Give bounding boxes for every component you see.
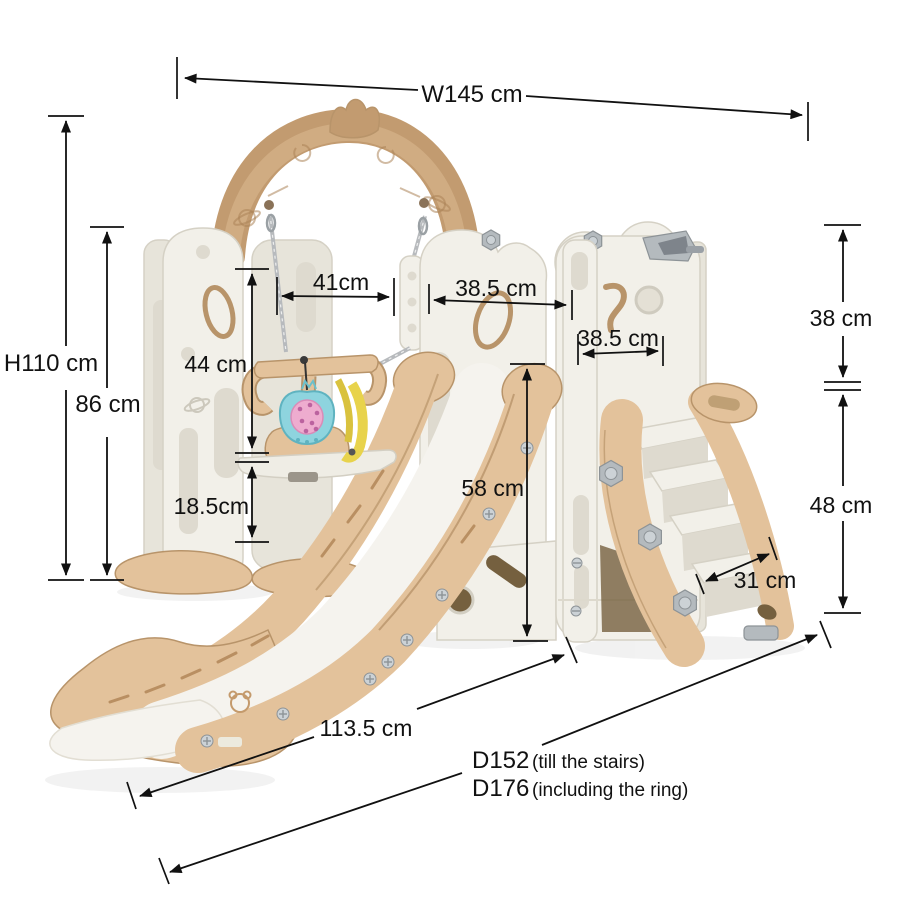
hanging-toy	[278, 356, 336, 446]
dim-depth: D152 (till the stairs) D176 (including t…	[158, 620, 832, 885]
dim-slide-length: 113.5 cm	[126, 636, 578, 810]
dim-depth-including-ring-note: (including the ring)	[532, 780, 688, 801]
dim-swing-frame-height-label: 86 cm	[75, 391, 140, 418]
dim-slide-platform-height-label: 58 cm	[461, 475, 524, 501]
swing-chains	[265, 213, 429, 368]
slide-screws	[200, 441, 534, 748]
dim-tower-lower-height-label: 48 cm	[810, 492, 873, 518]
bear-engraving	[228, 690, 252, 713]
dim-swing-bay-width: 41cm	[276, 269, 395, 316]
dimension-annotations: W145 cm H110 cm 86 cm 41cm 38.5 cm	[4, 57, 873, 885]
basketball-hoop	[642, 230, 704, 262]
dim-tower-upper-height: 38 cm	[810, 224, 873, 383]
stairs	[598, 382, 794, 667]
strap	[334, 378, 368, 463]
dim-overall-height-label: H110 cm	[4, 350, 98, 377]
left-panel-handle-ring	[202, 285, 236, 339]
stair-steps	[628, 417, 772, 617]
slide-near-rail	[175, 369, 556, 773]
dim-bar-to-seat-label: 44 cm	[184, 351, 247, 377]
dim-slide-panel-width-label: 38.5 cm	[455, 275, 537, 301]
dim-step-width-label: 31 cm	[734, 567, 797, 593]
dim-depth-including-ring-label: D176	[472, 775, 529, 802]
slide-surface	[133, 363, 511, 759]
slide-dash-engravings	[108, 469, 476, 704]
swing-arch	[211, 98, 480, 273]
dim-tower-panel-width: 38.5 cm	[577, 325, 664, 366]
dim-seat-to-ground: 18.5cm	[174, 461, 269, 543]
center-panel-handle-ring	[472, 290, 514, 350]
dim-tower-lower-height: 48 cm	[810, 389, 873, 614]
dim-swing-frame-height: 86 cm	[75, 226, 141, 581]
dim-slide-platform-height: 58 cm	[461, 363, 548, 642]
dim-tower-upper-height-label: 38 cm	[810, 305, 873, 331]
dim-overall-height: H110 cm	[4, 115, 98, 581]
stair-foot-latch	[743, 625, 779, 641]
dim-step-width: 31 cm	[695, 536, 797, 595]
stair-rail-far	[688, 382, 794, 641]
arch-chain-hole-left	[264, 200, 274, 210]
dim-seat-to-ground-label: 18.5cm	[174, 493, 249, 519]
carabiner-left	[265, 213, 277, 233]
stair-rail-near	[598, 399, 705, 667]
swing-frame-left	[114, 227, 253, 595]
product-photo	[45, 98, 805, 793]
left-foot	[114, 549, 253, 595]
tower-hook-handle	[603, 282, 627, 333]
arch-top-ornament	[329, 98, 380, 139]
carabiner-right	[417, 216, 429, 236]
dim-depth-to-stairs-note: (till the stairs)	[532, 752, 645, 773]
dim-overall-width: W145 cm	[176, 57, 809, 141]
dim-overall-width-label: W145 cm	[421, 81, 522, 108]
dim-tower-panel-width-label: 38.5 cm	[577, 325, 659, 351]
dim-slide-length-label: 113.5 cm	[320, 715, 413, 741]
dim-bar-to-seat: 44 cm	[184, 268, 269, 454]
dim-slide-panel-width: 38.5 cm	[428, 275, 573, 320]
arch-chain-hole-right	[419, 198, 429, 208]
dim-swing-bay-width-label: 41cm	[313, 269, 369, 295]
dim-depth-to-stairs-label: D152	[472, 747, 529, 774]
